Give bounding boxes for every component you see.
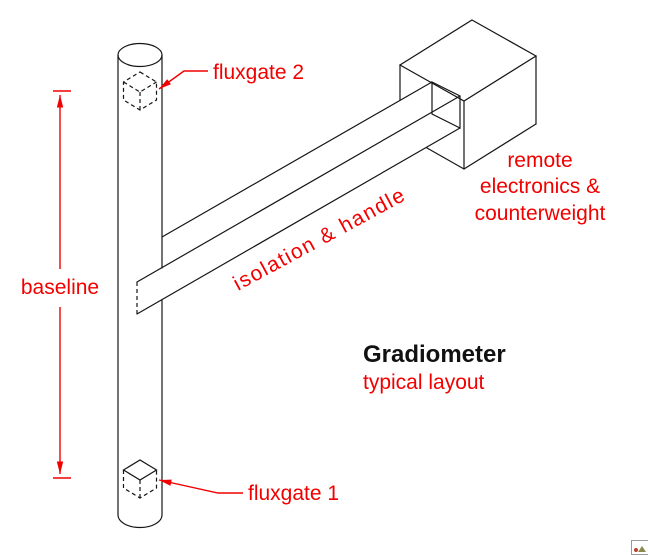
fluxgate-2-cube-outline xyxy=(122,71,158,111)
beam-top-edge xyxy=(161,81,433,238)
fluxgate-2-cube-inner-edges xyxy=(123,81,157,110)
electronics-box xyxy=(398,19,538,170)
fluxgate-1-label: fluxgate 1 xyxy=(248,482,339,505)
remote-electronics-label: remote electronics & counterweight xyxy=(475,149,606,225)
beam-middle-edge xyxy=(136,95,461,283)
fluxgate-1-sensor xyxy=(122,459,158,499)
beam-bottom-edge xyxy=(136,127,461,315)
fluxgate-1-cube-top-face xyxy=(122,459,158,481)
fluxgate-1-leader-arrow xyxy=(158,479,243,494)
fluxgate-1-annotation: fluxgate 1 xyxy=(158,479,339,505)
box-bottom-left-edge xyxy=(426,147,465,170)
fluxgate-2-annotation: fluxgate 2 xyxy=(158,61,304,90)
remote-label-line3: counterweight xyxy=(475,202,606,225)
broken-image-icon xyxy=(631,540,648,555)
baseline-dimension: baseline xyxy=(21,90,99,479)
diagram-subtitle: typical layout xyxy=(363,371,485,394)
diagram-title: Gradiometer xyxy=(363,341,506,368)
tube-top-ellipse xyxy=(117,42,163,68)
isolation-handle-label: isolation & handle xyxy=(229,183,409,295)
remote-label-line1: remote xyxy=(507,149,572,172)
beam-box-junction-outline xyxy=(431,81,461,129)
icon-dot xyxy=(634,548,638,552)
baseline-label: baseline xyxy=(21,276,99,299)
remote-label-line2: electronics & xyxy=(480,175,600,198)
handle-beam xyxy=(136,81,461,315)
icon-hill xyxy=(638,546,646,552)
fluxgate-2-sensor xyxy=(122,71,158,111)
box-bottom-right-edge xyxy=(463,123,537,170)
tube-bottom-arc xyxy=(117,514,163,529)
fluxgate-2-leader-arrow xyxy=(158,70,208,90)
sensor-tube xyxy=(117,42,163,529)
fluxgate-2-label: fluxgate 2 xyxy=(213,61,304,84)
